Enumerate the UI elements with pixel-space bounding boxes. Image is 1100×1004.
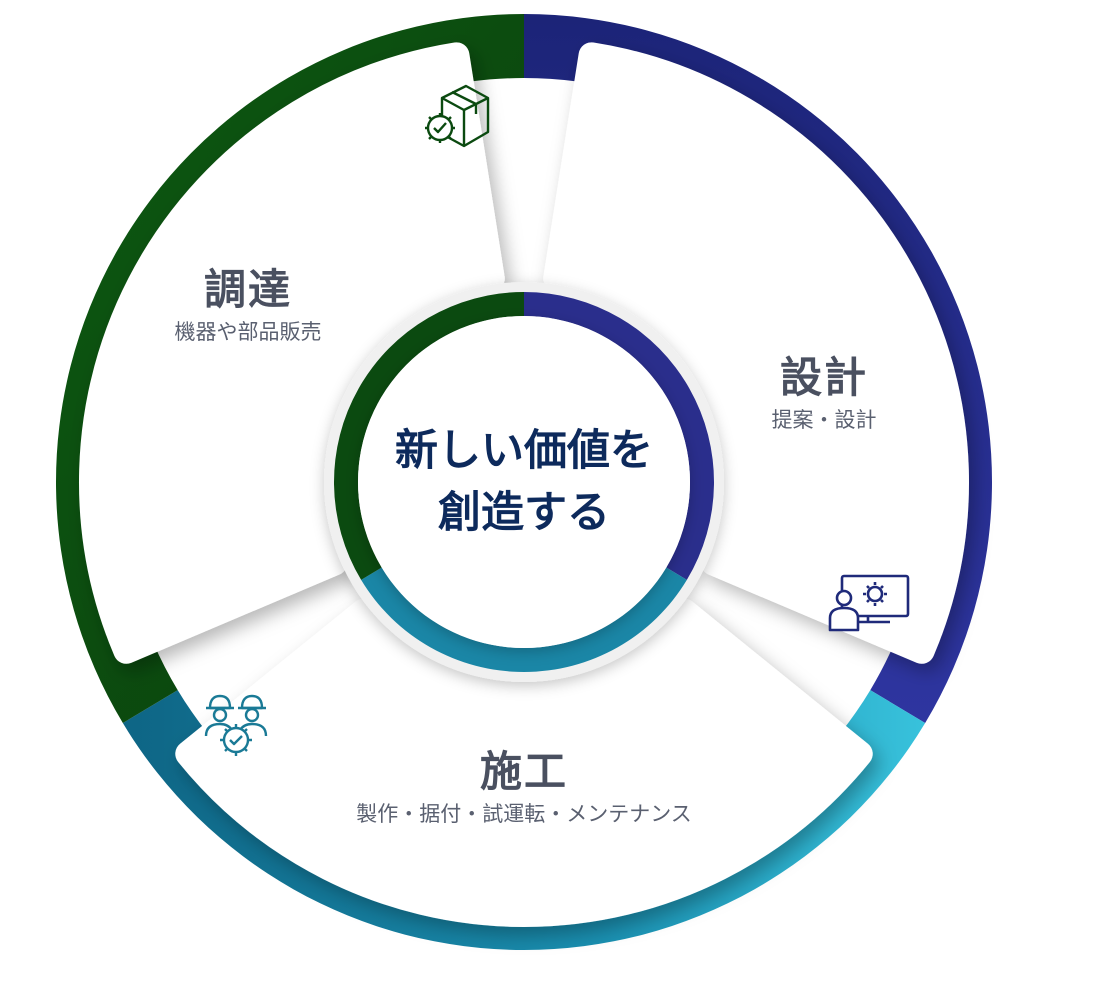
package-check-icon [425,84,490,148]
inner-ring-procurement [334,292,524,580]
outer-ring-construction [122,690,926,950]
center-message: 新しい価値を 創造する [374,420,674,544]
segment-title-construction: 施工 [479,747,569,796]
outer-ring-design [524,14,993,724]
engineer-monitor-gear-icon [828,574,910,632]
inner-ring-design [524,292,714,580]
center-line-2: 創造する [438,488,610,538]
inner-ring [334,292,714,672]
panel-procurement [79,42,505,664]
segment-panels [79,42,969,927]
panel-design [543,42,969,664]
segment-title-procurement: 調達 [203,265,293,314]
segment-title-design: 設計 [779,353,869,402]
center-line-1: 新しい価値を [395,426,653,476]
panel-construction [175,598,873,927]
segment-subtitle-procurement: 機器や部品販売 [174,320,322,344]
segment-subtitle-design: 提案・設計 [771,408,877,432]
workers-gear-check-icon [204,694,268,756]
center-disc [358,316,690,648]
inner-ring-construction [361,567,687,672]
outer-ring-procurement [55,14,525,724]
outer-ring [55,14,993,950]
segment-subtitle-construction: 製作・据付・試運転・メンテナンス [356,802,692,826]
